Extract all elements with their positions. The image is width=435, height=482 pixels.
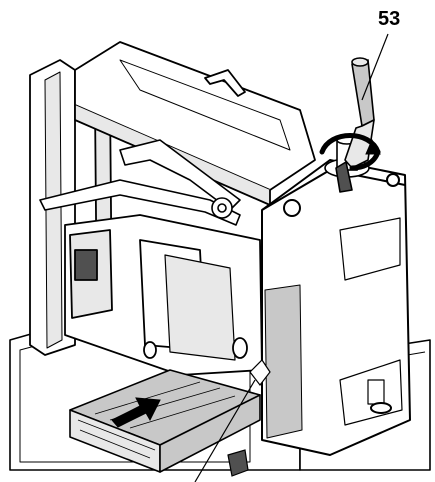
feed-direction-arrow-icon xyxy=(111,397,161,428)
lower-leaders xyxy=(194,359,271,482)
motor-housing xyxy=(64,214,263,376)
wrench-icon xyxy=(335,57,375,193)
height-lever xyxy=(39,139,241,226)
callout-leader xyxy=(361,33,389,101)
right-column xyxy=(261,159,411,456)
callout-number: 53 xyxy=(378,8,401,30)
rotation-arrow-icon xyxy=(319,133,381,171)
